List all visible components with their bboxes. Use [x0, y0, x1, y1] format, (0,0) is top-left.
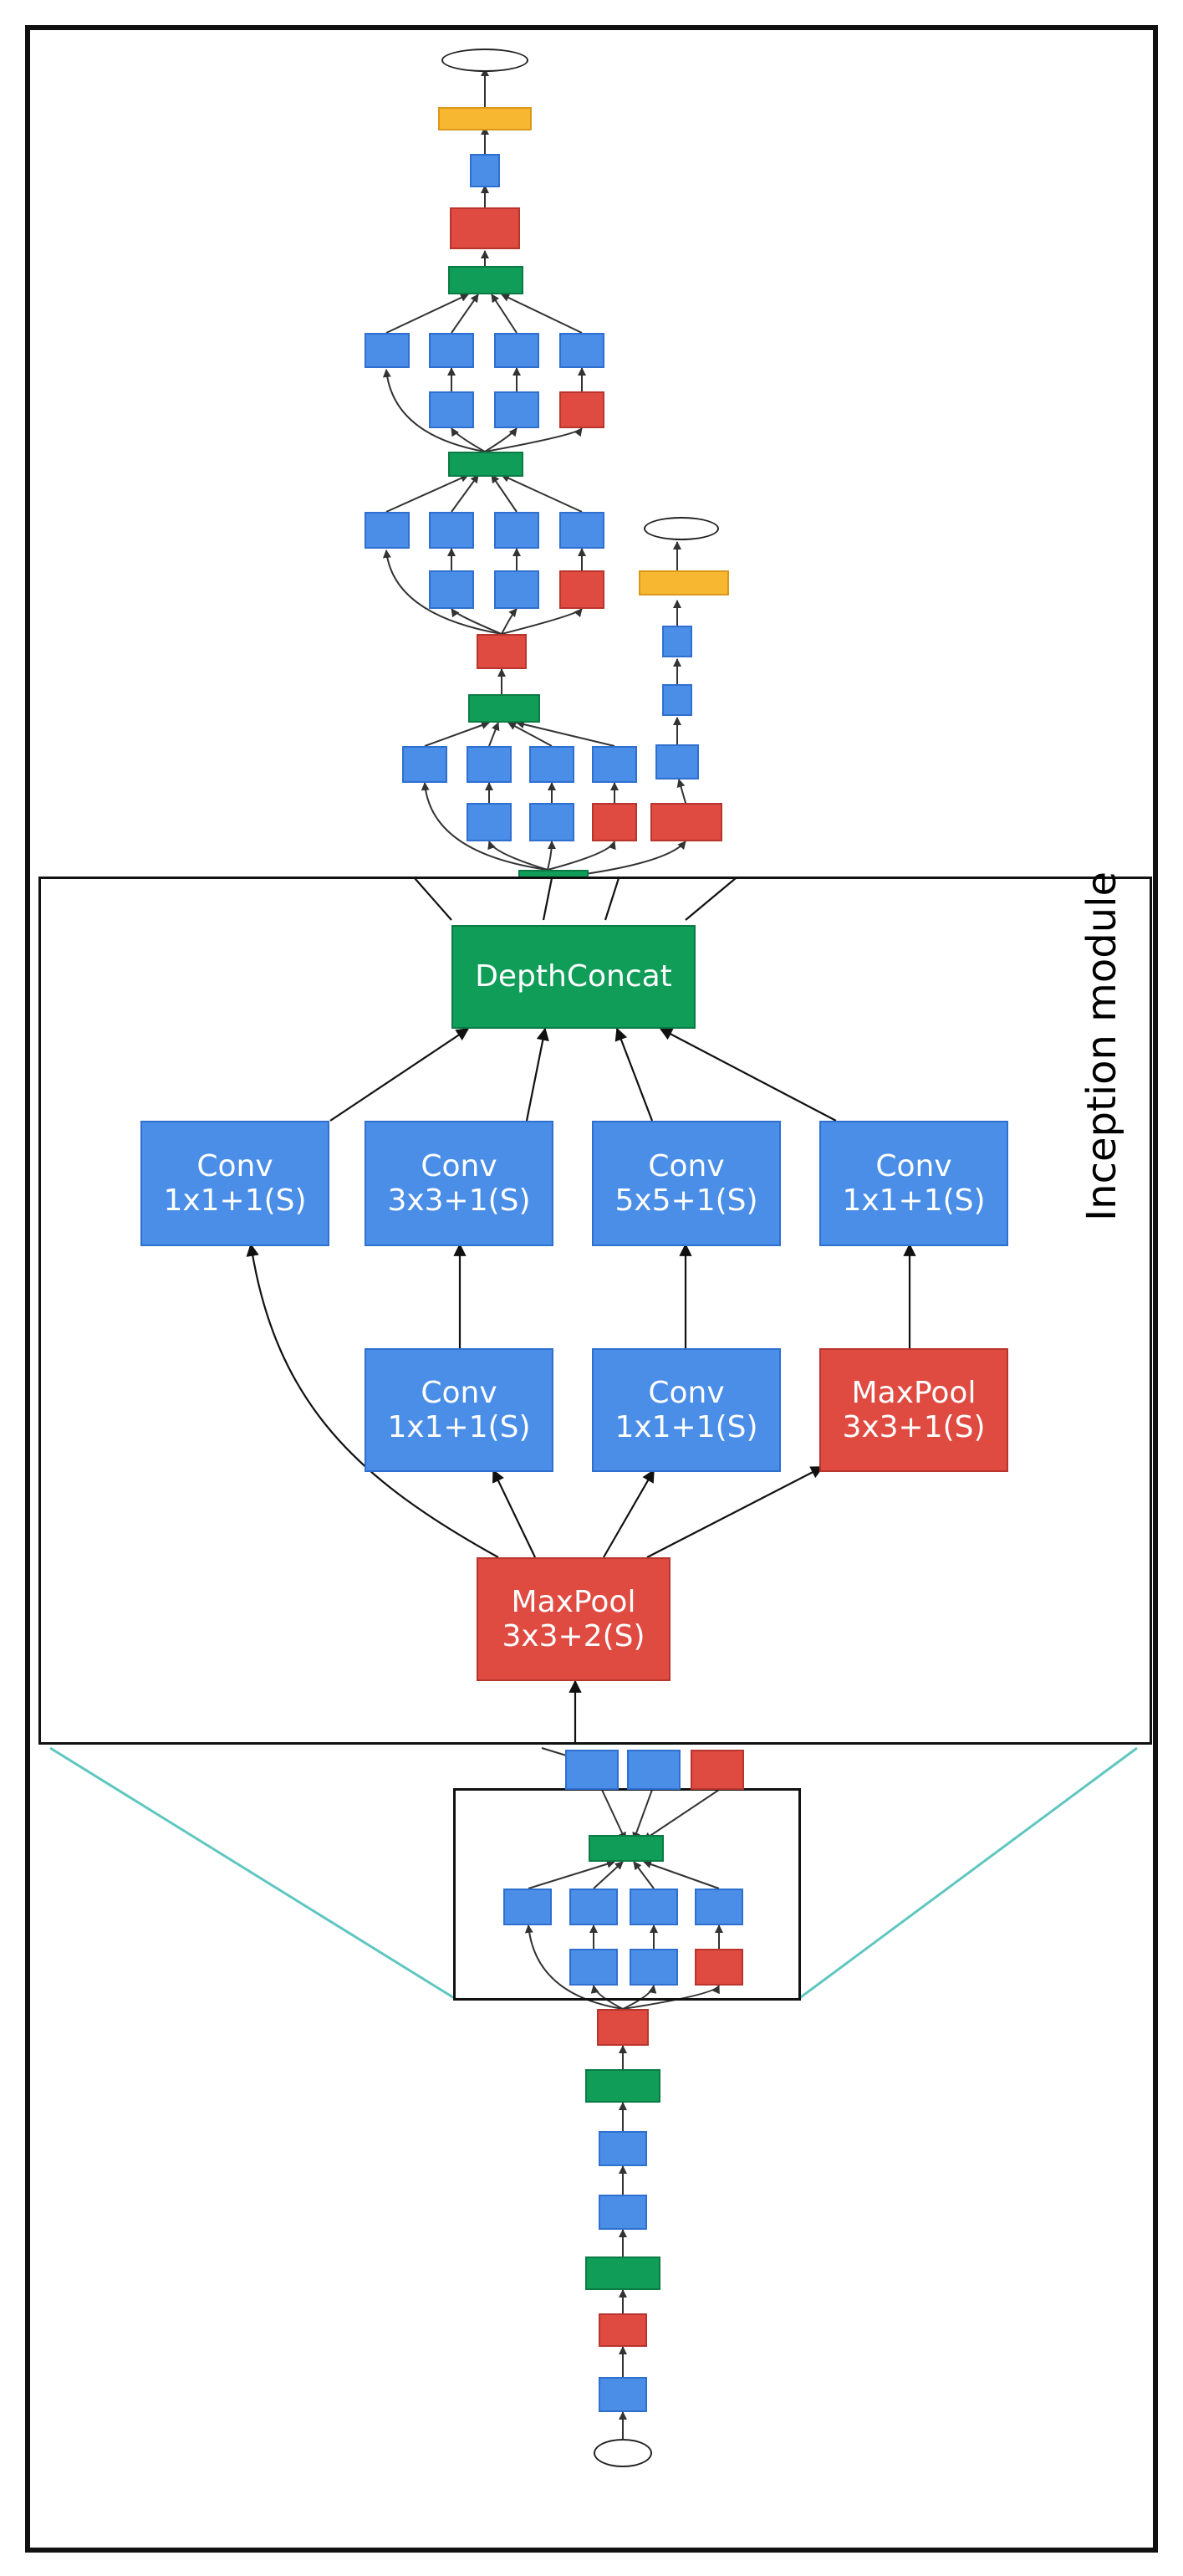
- conv-node: [559, 333, 604, 368]
- zoom-line-right: [798, 1746, 1138, 2001]
- conv-node: [529, 746, 574, 783]
- conv-node: [494, 391, 539, 428]
- conv-spec: 1x1+1(S): [614, 1410, 758, 1444]
- conv-spec: 5x5+1(S): [614, 1183, 758, 1218]
- avgpool-node: [650, 803, 722, 841]
- bottom-network-edges: [524, 1747, 723, 2439]
- conv-node: [592, 746, 637, 783]
- conv-label: Conv: [196, 1148, 273, 1183]
- depthconcat-node: [589, 1835, 664, 1862]
- conv-node: [565, 1750, 619, 1790]
- top-network-edges: [382, 68, 686, 875]
- conv-node: [494, 512, 539, 549]
- input-node: [594, 2439, 652, 2467]
- conv-node: [494, 333, 539, 368]
- conv-node: [429, 570, 474, 609]
- conv-node: [630, 1889, 678, 1925]
- conv-spec: 1x1+1(S): [163, 1183, 307, 1218]
- conv-node: [569, 1889, 618, 1925]
- conv-reduce-block: Conv 1x1+1(S): [365, 1348, 553, 1472]
- conv-1x1-block: Conv 1x1+1(S): [140, 1121, 329, 1246]
- depthconcat-node: [468, 694, 540, 723]
- softmax-activation-node: [438, 107, 532, 130]
- depthconcat-node: [448, 452, 523, 477]
- conv-reduce-block: Conv 1x1+1(S): [592, 1348, 781, 1472]
- maxpool-label: MaxPool: [511, 1584, 636, 1619]
- conv-node: [630, 1949, 678, 1986]
- conv-node: [599, 2131, 647, 2166]
- zoom-line-left: [49, 1746, 456, 2001]
- conv-node: [559, 512, 604, 549]
- conv-node: [627, 1750, 681, 1790]
- conv-label: Conv: [648, 1148, 725, 1183]
- maxpool-node: [597, 2009, 649, 2046]
- softmax-activation-node: [639, 570, 729, 595]
- conv-node: [599, 2377, 647, 2412]
- fc-node: [662, 626, 692, 657]
- maxpool-node: [599, 2313, 647, 2347]
- softmax-output-node: [441, 49, 528, 72]
- conv-1x1-block: Conv 1x1+1(S): [819, 1121, 1008, 1246]
- depthconcat-block: DepthConcat: [451, 925, 696, 1029]
- conv-3x3-block: Conv 3x3+1(S): [365, 1121, 553, 1246]
- local-response-norm-node: [585, 2069, 660, 2103]
- maxpool-node: [477, 634, 527, 669]
- fc-node: [470, 154, 500, 187]
- conv-node: [529, 803, 574, 841]
- maxpool-node: [559, 570, 604, 609]
- conv-label: Conv: [421, 1375, 497, 1410]
- conv-node: [503, 1889, 552, 1925]
- fc-node: [662, 684, 692, 716]
- maxpool-node: [691, 1750, 744, 1790]
- local-response-norm-node: [585, 2257, 660, 2290]
- conv-node: [599, 2195, 647, 2230]
- conv-label: Conv: [421, 1148, 497, 1183]
- conv-spec: 1x1+1(S): [387, 1410, 531, 1444]
- conv-label: Conv: [648, 1375, 725, 1410]
- maxpool-node: [695, 1949, 743, 1986]
- depthconcat-node: [448, 266, 523, 294]
- maxpool-spec: 3x3+1(S): [842, 1410, 986, 1444]
- softmax-output-node: [644, 517, 719, 540]
- outer-frame: [25, 25, 1158, 2553]
- conv-node: [429, 333, 474, 368]
- conv-node: [494, 570, 539, 609]
- input-maxpool-block: MaxPool 3x3+2(S): [477, 1557, 671, 1681]
- maxpool-label: MaxPool: [851, 1375, 976, 1410]
- conv-node: [365, 512, 410, 549]
- maxpool-node: [559, 391, 604, 428]
- maxpool-node: [592, 803, 637, 841]
- conv-node: [429, 391, 474, 428]
- conv-spec: 3x3+1(S): [387, 1183, 531, 1218]
- conv-node: [467, 746, 512, 783]
- conv-node: [695, 1889, 743, 1925]
- conv-spec: 1x1+1(S): [842, 1183, 986, 1218]
- conv-node: [467, 803, 512, 841]
- conv-node: [429, 512, 474, 549]
- depthconcat-label: DepthConcat: [475, 959, 672, 994]
- conv-label: Conv: [875, 1148, 952, 1183]
- inception-module-title: Inception module: [1078, 871, 1125, 1221]
- conv-5x5-block: Conv 5x5+1(S): [592, 1121, 781, 1246]
- conv-node: [655, 744, 699, 779]
- maxpool-branch-block: MaxPool 3x3+1(S): [819, 1348, 1008, 1472]
- conv-node: [402, 746, 447, 783]
- maxpool-spec: 3x3+2(S): [502, 1619, 645, 1653]
- conv-node: [569, 1949, 618, 1986]
- conv-node: [365, 333, 410, 368]
- avgpool-node: [450, 207, 520, 249]
